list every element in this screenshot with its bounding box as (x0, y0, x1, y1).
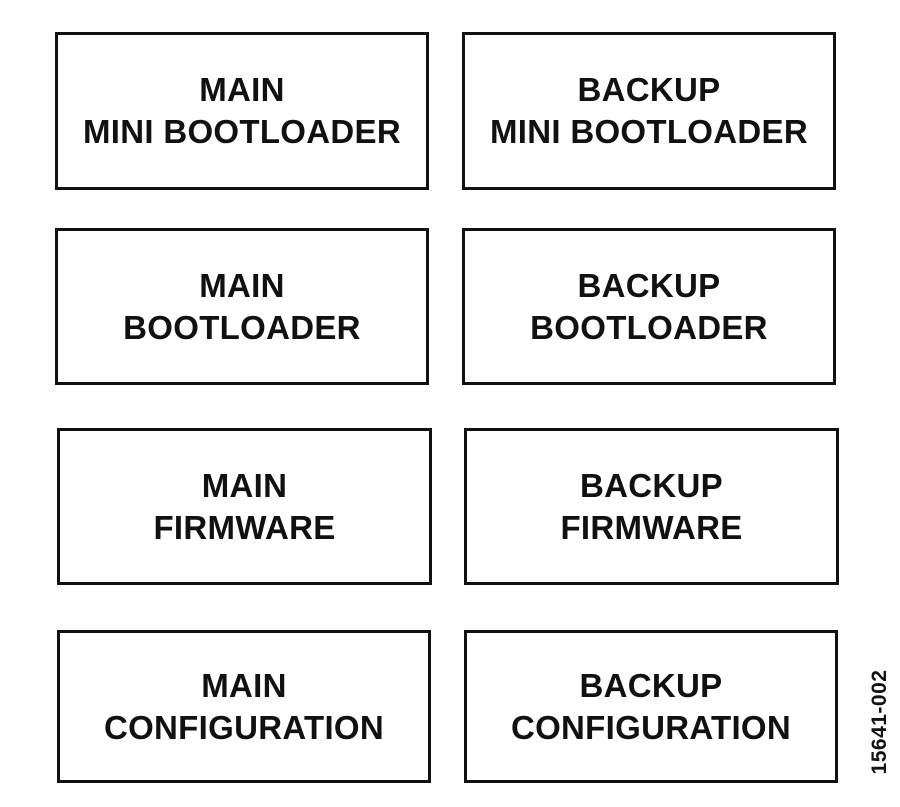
block-label-line-2: CONFIGURATION (103, 708, 385, 746)
main-bootloader-block: MAIN BOOTLOADER (55, 228, 429, 385)
backup-bootloader-block: BACKUP BOOTLOADER (462, 228, 836, 385)
backup-configuration-block: BACKUP CONFIGURATION (464, 630, 838, 783)
main-mini-bootloader-block: MAIN MINI BOOTLOADER (55, 32, 429, 190)
block-label-line-1: MAIN (201, 466, 288, 504)
block-label-line-1: MAIN (199, 266, 285, 304)
main-firmware-block: MAIN FIRMWARE (57, 428, 432, 585)
backup-mini-bootloader-block: BACKUP MINI BOOTLOADER (462, 32, 836, 190)
block-label-line-2: MINI BOOTLOADER (83, 113, 401, 150)
block-label-line-1: BACKUP (580, 466, 723, 504)
block-label-line-2: BOOTLOADER (530, 308, 768, 346)
block-label-line-2: MINI BOOTLOADER (490, 113, 808, 150)
block-label-line-1: BACKUP (577, 71, 721, 108)
backup-firmware-block: BACKUP FIRMWARE (464, 428, 839, 585)
block-label-line-1: BACKUP (579, 666, 723, 704)
block-label-line-1: MAIN (201, 666, 287, 704)
block-label-line-1: MAIN (199, 71, 285, 108)
block-label-line-1: BACKUP (577, 266, 721, 304)
block-label-line-2: CONFIGURATION (510, 708, 792, 746)
block-label-line-2: FIRMWARE (153, 508, 336, 546)
main-configuration-block: MAIN CONFIGURATION (57, 630, 431, 783)
block-label-line-2: BOOTLOADER (123, 308, 361, 346)
figure-id-label: 15641-002 (868, 669, 891, 775)
block-label-line-2: FIRMWARE (560, 508, 743, 546)
